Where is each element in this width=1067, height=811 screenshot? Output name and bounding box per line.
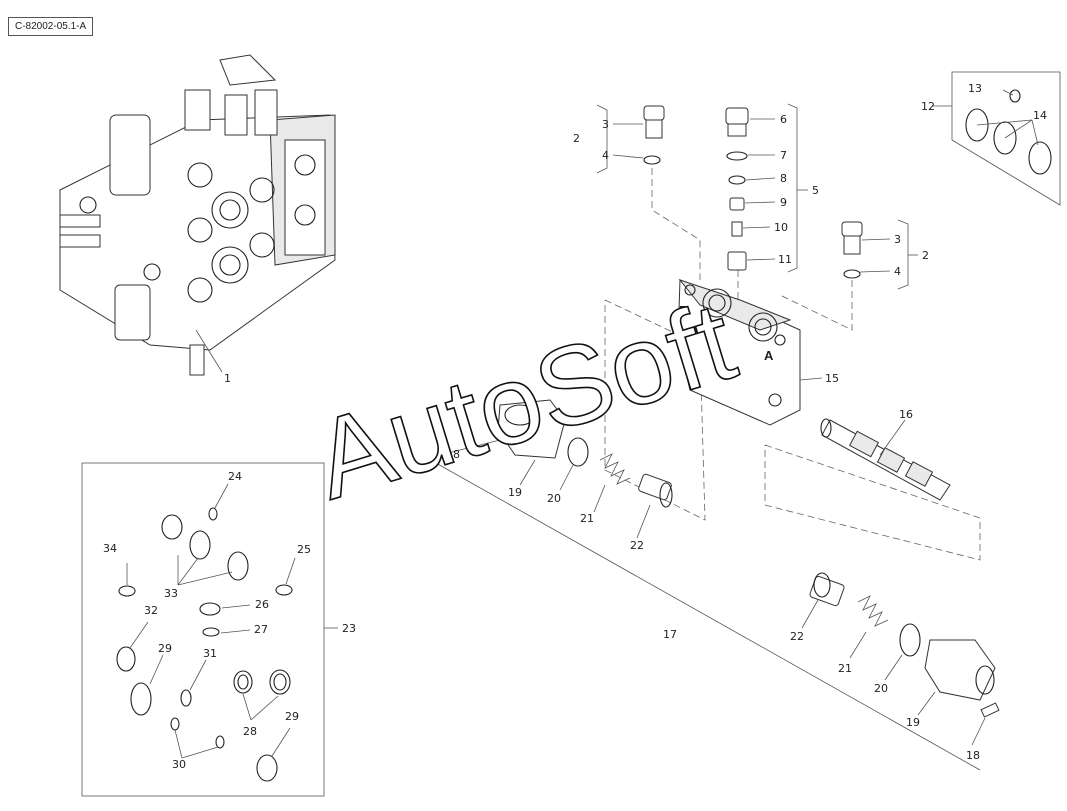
callout-3-right: 3 — [894, 233, 901, 246]
reference-code-label: C-82002-05.1-A — [8, 17, 94, 36]
callout-14: 14 — [1033, 109, 1047, 122]
callout-13: 13 — [968, 82, 982, 95]
callout-10: 10 — [774, 221, 788, 234]
callout-6: 6 — [780, 113, 787, 126]
callout-29-upper: 29 — [158, 642, 172, 655]
callout-18-right: 18 — [966, 749, 980, 762]
callout-24: 24 — [228, 470, 242, 483]
callout-15: 15 — [825, 372, 839, 385]
callout-26: 26 — [255, 598, 269, 611]
callout-17: 17 — [663, 628, 677, 641]
seal-kit-12-group — [951, 71, 1061, 206]
callout-25: 25 — [297, 543, 311, 556]
spool-illustration — [820, 418, 951, 501]
callout-9: 9 — [780, 196, 787, 209]
valve-body-illustration: B A — [677, 278, 801, 426]
left-endcap-group — [497, 399, 673, 508]
callout-32: 32 — [144, 604, 158, 617]
port-label-a: A — [764, 348, 774, 363]
callout-20-right: 20 — [874, 682, 888, 695]
callout-2-left: 2 — [573, 132, 580, 145]
right-endcap-group — [809, 572, 1000, 718]
callout-12: 12 — [921, 100, 935, 113]
callout-8: 8 — [780, 172, 787, 185]
callout-16: 16 — [899, 408, 913, 421]
callout-5: 5 — [812, 184, 819, 197]
callout-21-left: 21 — [580, 512, 594, 525]
callout-1: 1 — [224, 372, 231, 385]
callout-23: 23 — [342, 622, 356, 635]
callout-27: 27 — [254, 623, 268, 636]
watermark-text: AutoSoft — [300, 278, 747, 523]
callout-7: 7 — [780, 149, 787, 162]
callout-19-right: 19 — [906, 716, 920, 729]
callout-29-lower: 29 — [285, 710, 299, 723]
callout-18-left: 18 — [446, 448, 460, 461]
upper-cartridges — [643, 105, 863, 279]
callout-28: 28 — [243, 725, 257, 738]
callout-33: 33 — [164, 587, 178, 600]
callout-30: 30 — [172, 758, 186, 771]
callout-31: 31 — [203, 647, 217, 660]
callout-4-right: 4 — [894, 265, 901, 278]
callout-21-right: 21 — [838, 662, 852, 675]
callout-34: 34 — [103, 542, 117, 555]
valve-assembly-illustration — [59, 54, 336, 376]
callout-19-left: 19 — [508, 486, 522, 499]
callout-11: 11 — [778, 253, 792, 266]
callout-3-left: 3 — [602, 118, 609, 131]
callout-22-left: 22 — [630, 539, 644, 552]
leader-lines — [126, 89, 1039, 771]
callout-4-left: 4 — [602, 149, 609, 162]
callout-22-right: 22 — [790, 630, 804, 643]
seal-kit-23-box — [81, 462, 325, 797]
port-label-b: B — [679, 303, 688, 318]
callout-20-left: 20 — [547, 492, 561, 505]
callout-labels: 1 2 3 4 6 7 8 9 10 11 5 3 4 2 12 13 14 1… — [103, 82, 1047, 771]
callout-2-right: 2 — [922, 249, 929, 262]
